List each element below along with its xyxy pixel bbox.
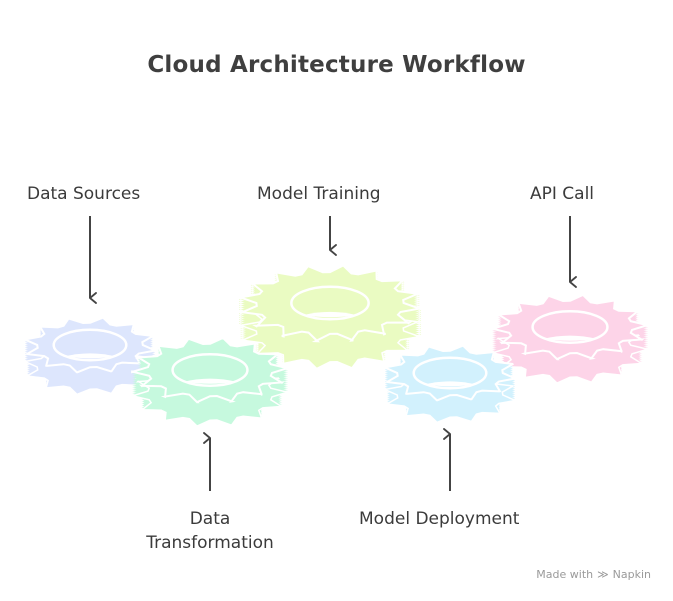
label-data-transformation-line2: Transformation — [146, 533, 274, 553]
label-api-call: API Call — [530, 184, 595, 204]
footer-brand: Napkin — [612, 568, 651, 581]
label-model-deployment: Model Deployment — [359, 509, 520, 529]
gear-icon-step-2 — [131, 336, 289, 428]
label-data-transformation: Data Transformation — [130, 507, 290, 555]
gear-icon-step-1 — [23, 316, 157, 395]
footer-attribution: Made with ≫ Napkin — [536, 568, 651, 581]
label-model-training: Model Training — [257, 184, 381, 204]
napkin-logo-icon: ≫ — [597, 568, 609, 581]
label-data-transformation-line1: Data — [189, 509, 231, 529]
footer-made-with: Made with — [536, 568, 594, 581]
gear-icon-step-3 — [237, 263, 423, 371]
diagram-title: Cloud Architecture Workflow — [147, 52, 526, 78]
gear-icon-step-5 — [491, 293, 649, 385]
gear-icon-step-4 — [383, 344, 517, 423]
label-data-sources: Data Sources — [27, 184, 141, 204]
